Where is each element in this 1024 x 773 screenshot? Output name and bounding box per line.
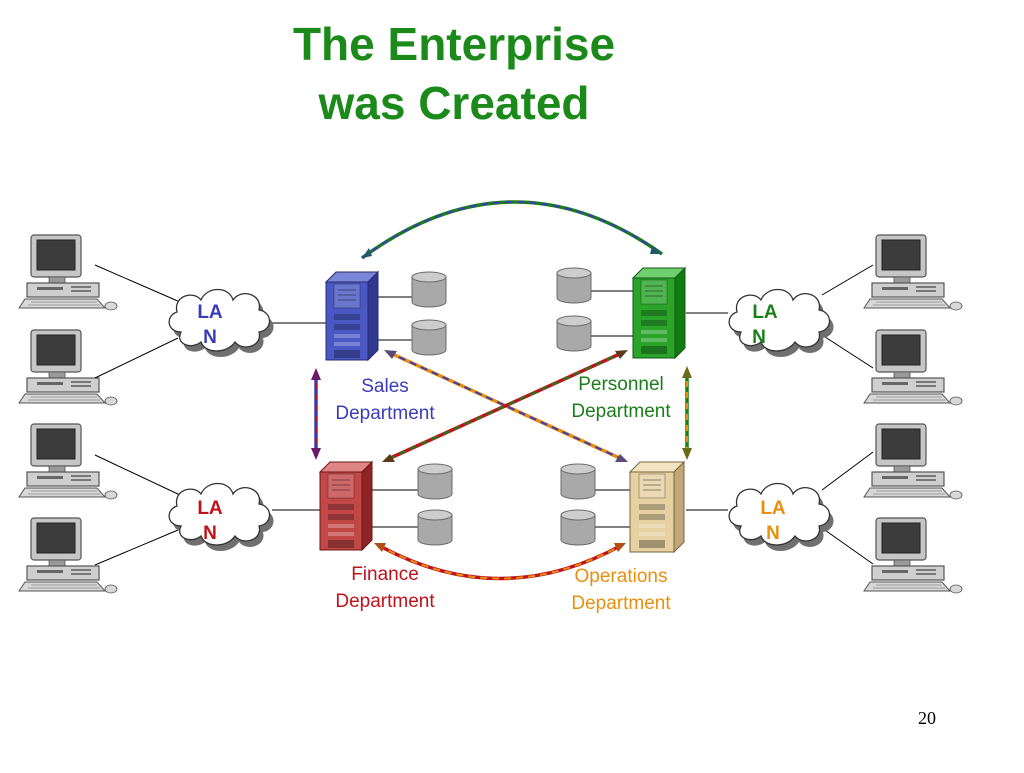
dept-label-finance-line2: Department <box>335 591 435 612</box>
dept-label-sales-line2: Department <box>335 403 435 424</box>
page-number: 20 <box>918 708 936 728</box>
database-disk-icon <box>417 463 453 500</box>
computer-links <box>94 264 874 566</box>
server-icon-personnel <box>631 266 687 360</box>
dept-label-finance-line1: Finance <box>351 564 419 585</box>
lan-cloud-icon <box>168 288 274 357</box>
title-line-1: The Enterprise <box>293 18 615 70</box>
title-line-2: was Created <box>317 77 589 129</box>
desktop-computer-icon <box>863 423 963 500</box>
dept-label-operations-line2: Department <box>571 593 671 614</box>
desktop-computer-icon <box>863 329 963 406</box>
dept-label-operations-line1: Operations <box>575 566 668 587</box>
database-disk-icon <box>560 463 596 500</box>
lan-label-sales-line2: N <box>203 327 217 348</box>
database-disk-icon <box>417 509 453 546</box>
desktop-computer-icon <box>863 517 963 594</box>
database-disk-icon <box>556 267 592 304</box>
lan-label-sales-line1: LA <box>197 302 223 323</box>
desktop-computer-icon <box>863 234 963 311</box>
lan-server-links <box>272 312 728 511</box>
desktop-computer-icon <box>18 517 118 594</box>
connection-finance-operations <box>374 543 626 581</box>
lan-label-finance-line2: N <box>203 523 217 544</box>
server-icon-finance <box>318 460 374 552</box>
database-disk-icon <box>411 271 447 308</box>
dept-label-sales-line1: Sales <box>361 376 409 397</box>
server-icon-sales <box>324 270 380 362</box>
server-icon-operations <box>628 460 686 554</box>
dept-label-personnel-line1: Personnel <box>578 374 664 395</box>
database-disk-icon <box>411 319 447 356</box>
desktop-computer-icon <box>18 423 118 500</box>
lan-label-personnel-line1: LA <box>752 302 778 323</box>
connection-personnel-finance <box>382 350 628 462</box>
connection-sales-personnel <box>360 200 664 260</box>
lan-label-personnel-line2: N <box>752 327 766 348</box>
desktop-computer-icon <box>18 234 118 311</box>
desktop-computer-icon <box>18 329 118 406</box>
lan-label-operations-line2: N <box>766 523 780 544</box>
database-disk-icon <box>560 509 596 546</box>
connection-sales-finance <box>311 368 321 460</box>
lan-label-operations-line1: LA <box>760 498 786 519</box>
dept-label-personnel-line2: Department <box>571 401 671 422</box>
lan-label-finance-line1: LA <box>197 498 223 519</box>
disk-links <box>372 290 633 528</box>
lan-cloud-icon <box>728 288 834 357</box>
database-disk-icon <box>556 315 592 352</box>
connection-personnel-operations <box>682 366 692 460</box>
